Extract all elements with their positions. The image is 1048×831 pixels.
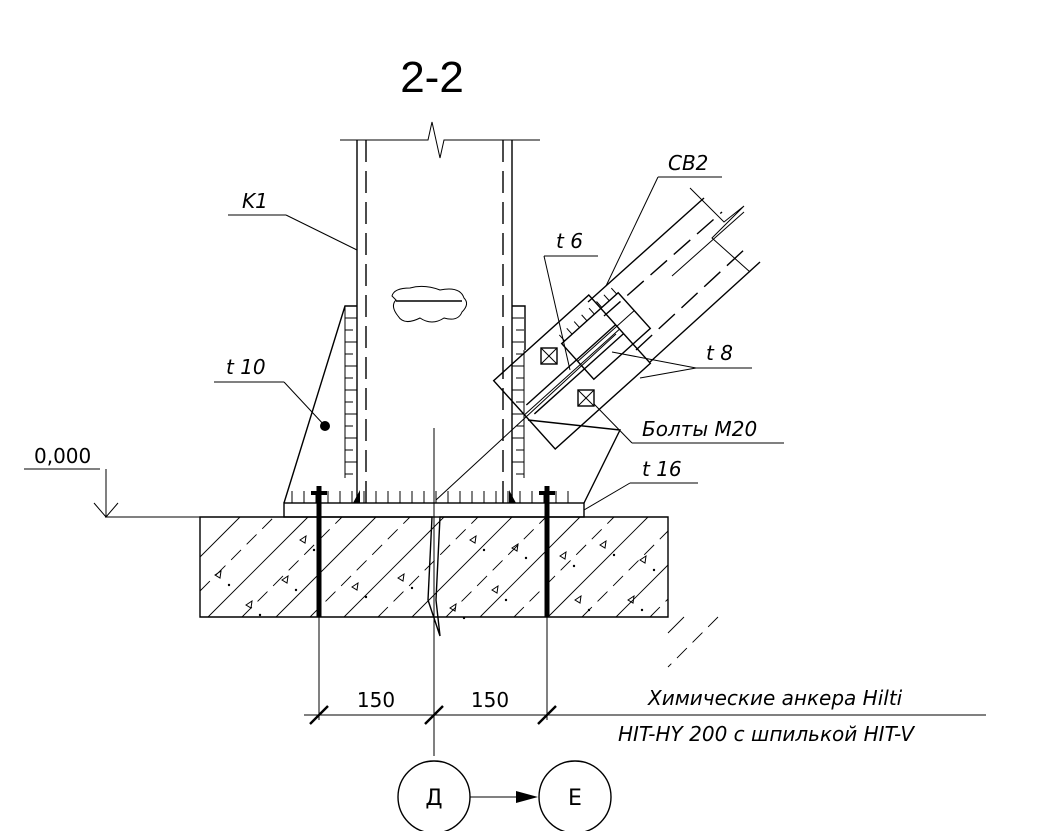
bolt-left — [540, 347, 558, 365]
leader-bolts: Болты М20 — [593, 403, 784, 444]
label-connection-plate: t 6 — [556, 229, 583, 253]
section-title: 2-2 — [400, 53, 464, 102]
leader-k1: K1 — [228, 189, 358, 251]
leader-t16: t 16 — [583, 457, 698, 511]
label-bolts: Болты М20 — [642, 417, 757, 441]
axis-marker-from: Д — [397, 760, 471, 831]
axis-marker-to: Е — [538, 760, 612, 831]
elevation-mark: 0,000 — [24, 444, 119, 518]
right-weld-ticks — [512, 317, 524, 475]
axis-arrow — [470, 791, 538, 803]
cloud-symbol — [391, 285, 468, 323]
label-column: K1 — [242, 189, 268, 213]
brace-cb2 — [587, 187, 761, 363]
label-brace-plate: t 8 — [706, 341, 733, 365]
concrete-hatching — [199, 516, 719, 668]
brace-end-plate — [558, 287, 652, 381]
connection-plate — [492, 294, 652, 450]
label-base-plate: t 16 — [642, 457, 682, 481]
base-weld-ticks — [291, 491, 569, 503]
anchor-note-line1: Химические анкера Hilti — [647, 686, 903, 710]
anchor-note-line2: HIT-HY 200 с шпилькой HIT-V — [618, 722, 915, 746]
axis-to-label: Е — [568, 786, 582, 811]
leader-t8: t 8 — [611, 341, 752, 379]
dimension-line: 150 150 — [304, 617, 986, 725]
column-k1 — [340, 121, 540, 503]
dimension-right: 150 — [471, 688, 509, 712]
leader-t10: t 10 — [214, 355, 326, 427]
left-gusset — [283, 305, 357, 504]
axis-from-label: Д — [425, 786, 442, 811]
bolt-right — [577, 389, 595, 407]
concrete-aggregate — [214, 534, 656, 620]
left-weld-ticks — [345, 317, 357, 475]
anchor-right — [539, 486, 555, 617]
anchor-left — [311, 486, 327, 617]
label-gusset: t 10 — [226, 355, 266, 379]
label-brace: CB2 — [668, 151, 708, 175]
dimension-left: 150 — [357, 688, 395, 712]
concrete-foundation — [199, 516, 719, 668]
leader-cb2: CB2 — [605, 151, 722, 287]
elevation-value: 0,000 — [34, 444, 91, 468]
leader-t6: t 6 — [543, 229, 598, 371]
